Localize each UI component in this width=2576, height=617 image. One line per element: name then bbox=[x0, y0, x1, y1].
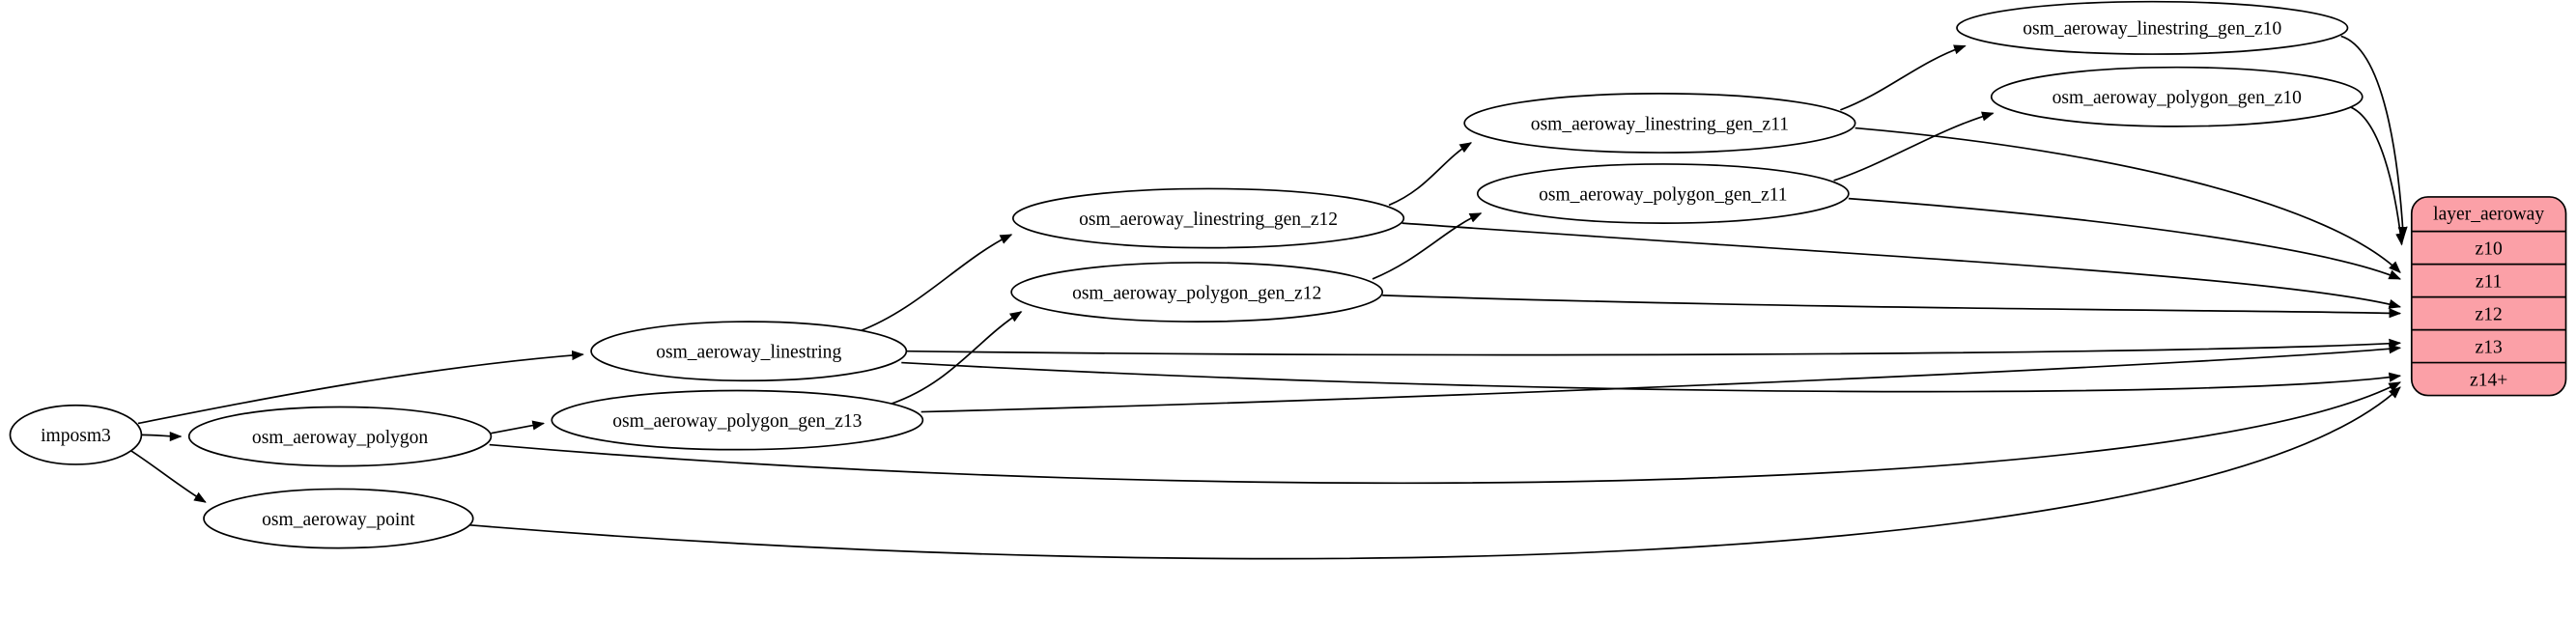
edge-polygon-gen-z10-to-layer-z10 bbox=[2348, 105, 2406, 246]
node-osm-aeroway-polygon: osm_aeroway_polygon bbox=[187, 406, 493, 467]
osm-aeroway-linestring-gen-z11-label: osm_aeroway_linestring_gen_z11 bbox=[1531, 114, 1789, 134]
edge-imposm3-to-osm-aeroway-point bbox=[126, 447, 207, 503]
node-osm-aeroway-linestring-gen-z12: osm_aeroway_linestring_gen_z12 bbox=[1011, 187, 1405, 249]
node-imposm3: imposm3 bbox=[9, 404, 143, 465]
edge-linestring-gen-z11-to-gen-z10 bbox=[1840, 44, 1967, 111]
osm-aeroway-linestring-gen-z10-shape bbox=[1956, 0, 2349, 55]
osm-aeroway-polygon-gen-z12-shape bbox=[1010, 262, 1384, 323]
osm-aeroway-linestring-gen-z12-label: osm_aeroway_linestring_gen_z12 bbox=[1079, 210, 1338, 230]
edge-linestring-gen-z10-to-layer-z10 bbox=[2340, 35, 2408, 239]
edge-polygon-gen-z13-to-layer-z13 bbox=[920, 344, 2402, 413]
imposm3-shape bbox=[9, 404, 143, 465]
osm-aeroway-point-label: osm_aeroway_point bbox=[262, 510, 415, 530]
layer-aeroway-row-z10: z10 bbox=[2476, 238, 2503, 259]
edge-linestring-to-linestring-gen-z12 bbox=[858, 234, 1013, 333]
edge-point-to-layer-z14 bbox=[469, 386, 2401, 560]
edge-layer bbox=[126, 35, 2408, 560]
osm-aeroway-linestring-gen-z11-shape bbox=[1463, 93, 1856, 154]
osm-aeroway-polygon-gen-z10-shape bbox=[1990, 66, 2364, 127]
edge-polygon-gen-z11-to-gen-z10 bbox=[1833, 111, 1995, 182]
osm-aeroway-polygon-label: osm_aeroway_polygon bbox=[252, 428, 428, 448]
node-osm-aeroway-point: osm_aeroway_point bbox=[203, 488, 474, 549]
layer-aeroway-row-z13: z13 bbox=[2476, 337, 2503, 357]
osm-aeroway-polygon-gen-z10-label: osm_aeroway_polygon_gen_z10 bbox=[2052, 88, 2302, 108]
edge-polygon-gen-z11-to-layer-z11 bbox=[1848, 197, 2402, 280]
osm-aeroway-linestring-shape bbox=[590, 321, 908, 382]
edge-linestring-to-layer-z13 bbox=[906, 338, 2402, 356]
edge-polygon-gen-z12-to-gen-z11 bbox=[1372, 212, 1483, 280]
edge-linestring-to-layer-z14 bbox=[901, 361, 2402, 393]
osm-aeroway-polygon-gen-z13-shape bbox=[551, 389, 924, 451]
node-osm-aeroway-polygon-gen-z11: osm_aeroway_polygon_gen_z11 bbox=[1476, 163, 1850, 224]
node-osm-aeroway-linestring-gen-z10: osm_aeroway_linestring_gen_z10 bbox=[1956, 0, 2349, 55]
edge-polygon-gen-z13-to-gen-z12 bbox=[891, 311, 1023, 405]
edge-polygon-gen-z12-to-layer-z12 bbox=[1382, 294, 2402, 319]
edge-polygon-to-polygon-gen-z13 bbox=[491, 420, 546, 435]
layer-aeroway-title: layer_aeroway bbox=[2433, 205, 2544, 225]
layer-aeroway-row-z12: z12 bbox=[2476, 304, 2503, 324]
node-osm-aeroway-polygon-gen-z10: osm_aeroway_polygon_gen_z10 bbox=[1990, 66, 2364, 127]
edge-linestring-gen-z12-to-gen-z11 bbox=[1388, 142, 1473, 207]
layer-aeroway-row-z14: z14+ bbox=[2470, 370, 2507, 390]
imposm3-label: imposm3 bbox=[41, 426, 111, 446]
edge-imposm3-to-osm-aeroway-linestring bbox=[137, 350, 584, 425]
osm-aeroway-polygon-gen-z11-label: osm_aeroway_polygon_gen_z11 bbox=[1539, 184, 1787, 205]
edge-linestring-gen-z11-to-layer-z11 bbox=[1854, 126, 2401, 274]
edge-linestring-gen-z12-to-layer-z12 bbox=[1401, 222, 2402, 309]
osm-aeroway-linestring-label: osm_aeroway_linestring bbox=[656, 342, 841, 362]
osm-aeroway-polygon-gen-z13-label: osm_aeroway_polygon_gen_z13 bbox=[612, 411, 862, 432]
osm-aeroway-polygon-gen-z11-shape bbox=[1476, 163, 1850, 224]
node-osm-aeroway-linestring-gen-z11: osm_aeroway_linestring_gen_z11 bbox=[1463, 93, 1856, 154]
osm-aeroway-linestring-gen-z10-label: osm_aeroway_linestring_gen_z10 bbox=[2023, 19, 2281, 40]
edge-imposm3-to-osm-aeroway-polygon bbox=[141, 431, 183, 442]
node-layer-aeroway: layer_aeroway z10 z11 z12 z13 z14+ bbox=[2410, 196, 2567, 397]
osm-aeroway-point-shape bbox=[203, 488, 474, 549]
node-osm-aeroway-polygon-gen-z13: osm_aeroway_polygon_gen_z13 bbox=[551, 389, 924, 451]
edge-polygon-to-layer-z14 bbox=[489, 381, 2402, 485]
osm-aeroway-polygon-gen-z12-label: osm_aeroway_polygon_gen_z12 bbox=[1072, 283, 1321, 303]
osm-aeroway-linestring-gen-z12-shape bbox=[1011, 187, 1405, 249]
osm-aeroway-polygon-shape bbox=[187, 406, 493, 467]
node-osm-aeroway-polygon-gen-z12: osm_aeroway_polygon_gen_z12 bbox=[1010, 262, 1384, 323]
layer-aeroway-row-z11: z11 bbox=[2476, 271, 2502, 292]
node-osm-aeroway-linestring: osm_aeroway_linestring bbox=[590, 321, 908, 382]
